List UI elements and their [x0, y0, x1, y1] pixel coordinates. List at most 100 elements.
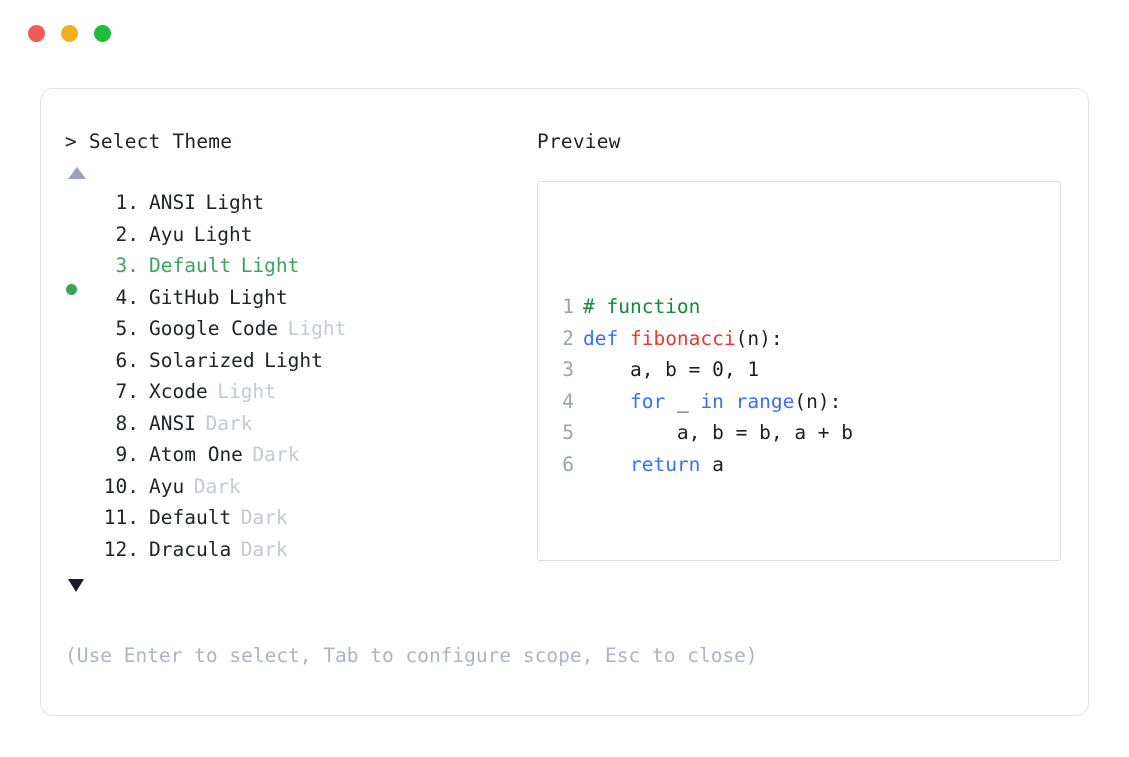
theme-item-number: 8. [103, 411, 140, 435]
theme-item-number: 5. [103, 317, 140, 340]
code-token [583, 453, 630, 476]
code-line-number: 2 [562, 326, 574, 350]
theme-item-name: Ayu [149, 474, 185, 498]
theme-item-variant: Light [193, 222, 253, 246]
theme-item-number: 3. [103, 254, 140, 277]
theme-item-number: 11. [103, 506, 139, 529]
code-token [724, 390, 736, 413]
code-line: 4 for _ in range(n): [554, 386, 954, 418]
code-line-text: a, b = b, a + b [583, 417, 853, 449]
theme-item-variant: Dark [252, 443, 300, 466]
theme-item-name: ANSI [149, 191, 196, 214]
theme-item-name: Xcode [149, 380, 208, 403]
code-line-text: a, b = 0, 1 [583, 354, 759, 386]
theme-list-item[interactable]: 8. ANSI Dark [65, 408, 535, 440]
theme-item-variant: Light [264, 348, 323, 372]
code-token: a, b = b, a + b [583, 421, 854, 444]
zoom-window-button[interactable] [94, 24, 111, 42]
theme-item-name: Default [149, 254, 232, 277]
theme-item-number: 7. [103, 380, 140, 403]
code-token: return [629, 452, 701, 476]
minimize-window-button[interactable] [61, 24, 78, 42]
theme-list-item[interactable]: 2. Ayu Light [65, 219, 535, 251]
theme-list-item[interactable]: 5. Google Code Light [65, 313, 535, 345]
code-line-number: 3 [562, 358, 574, 381]
theme-list-item[interactable]: 12. Dracula Dark [65, 534, 535, 566]
code-line-number: 5 [562, 421, 574, 444]
selected-dot [66, 284, 77, 295]
theme-list-item[interactable]: 11. Default Dark [65, 502, 535, 534]
scroll-up-icon[interactable] [68, 167, 86, 179]
code-line: 1 # function [554, 291, 954, 323]
theme-item-number: 4. [103, 285, 140, 309]
theme-list-item[interactable]: 7. Xcode Light [65, 376, 535, 408]
theme-item-variant: Dark [193, 474, 241, 498]
code-token: # function [583, 295, 701, 318]
theme-list-item[interactable]: 9. Atom One Dark [65, 439, 535, 471]
code-token: a, b = 0, 1 [583, 358, 760, 381]
theme-item-variant: Light [205, 191, 265, 214]
theme-item-variant: Light [217, 380, 276, 403]
code-line-text: for _ in range(n): [583, 386, 841, 418]
theme-item-number: 9. [103, 443, 140, 466]
preview-label: Preview [537, 130, 621, 153]
theme-list-item[interactable]: 6. Solarized Light [65, 345, 535, 377]
theme-item-variant: Light [287, 317, 347, 340]
code-token: def [583, 326, 630, 350]
theme-list-item[interactable]: 3. Default Light [65, 250, 535, 295]
select-theme-prompt: > Select Theme [65, 130, 233, 153]
code-token: fibonacci [629, 326, 736, 350]
close-window-button[interactable] [28, 24, 45, 42]
code-line-text: return a [583, 449, 724, 481]
code-token: _ [665, 389, 701, 413]
theme-item-variant: Light [240, 254, 300, 277]
theme-list-item[interactable]: 4. GitHub Light [65, 282, 535, 314]
code-token: range [735, 389, 795, 413]
code-token [583, 390, 630, 413]
theme-item-name: Default [149, 506, 232, 529]
code-token: (n): [794, 389, 842, 413]
code-line: 3 a, b = 0, 1 [554, 354, 954, 386]
theme-item-name: Ayu [149, 222, 185, 246]
keyboard-hint: (Use Enter to select, Tab to configure s… [65, 644, 758, 667]
code-line: 6 return a [554, 449, 954, 481]
theme-item-variant: Light [228, 285, 288, 309]
theme-item-number: 2. [103, 222, 140, 246]
window-titlebar [0, 0, 1129, 66]
theme-item-variant: Dark [240, 537, 288, 561]
theme-item-name: Google Code [149, 317, 279, 340]
theme-list-item[interactable]: 10. Ayu Dark [65, 471, 535, 503]
theme-item-number: 10. [103, 474, 139, 498]
code-line-number: 6 [562, 452, 574, 476]
theme-item-name: GitHub [149, 285, 220, 309]
code-token: (n): [735, 326, 783, 350]
theme-item-number: 12. [103, 537, 139, 561]
theme-item-number: 6. [103, 348, 140, 372]
theme-item-name: Atom One [149, 443, 243, 466]
code-token: for [629, 389, 666, 413]
code-line: 2 def fibonacci(n): [554, 323, 954, 355]
window-controls [28, 24, 111, 42]
code-line-number: 4 [562, 389, 574, 413]
theme-item-name: Solarized [149, 348, 255, 372]
theme-item-name: Dracula [149, 537, 232, 561]
theme-item-variant: Dark [205, 411, 253, 435]
code-token: a [700, 452, 724, 476]
theme-item-variant: Dark [240, 506, 288, 529]
theme-list-item[interactable]: 1. ANSI Light [65, 187, 535, 219]
code-token: in [700, 389, 724, 413]
code-line-text: def fibonacci(n): [583, 323, 783, 355]
scroll-down-icon[interactable] [68, 579, 84, 592]
code-line-text: # function [583, 291, 700, 323]
code-line-number: 1 [562, 295, 574, 318]
theme-item-number: 1. [103, 191, 140, 214]
theme-item-name: ANSI [149, 411, 196, 435]
code-line: 5 a, b = b, a + b [554, 417, 954, 449]
